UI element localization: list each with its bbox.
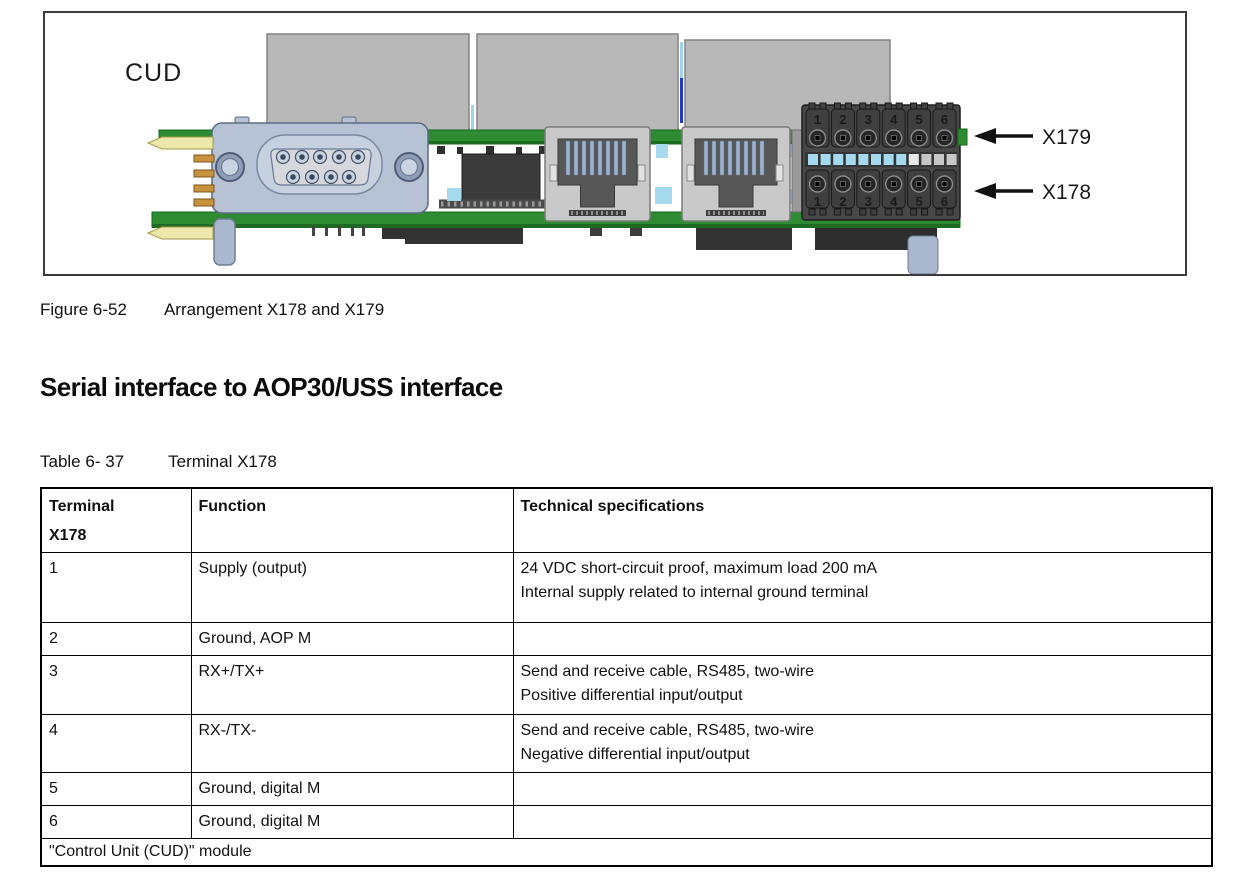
terminal-number-x179: 2 xyxy=(839,112,846,127)
terminal-number-x178: 6 xyxy=(941,194,948,209)
terminal-number-x179: 5 xyxy=(915,112,922,127)
table-caption-label: Table 6- 37 xyxy=(40,452,125,471)
terminal-window-cell xyxy=(934,154,944,165)
terminal-x178-table: Terminal X178 Function Technical specifi… xyxy=(40,487,1213,867)
terminal-window-cell xyxy=(808,154,818,165)
terminal-number-x178: 2 xyxy=(839,194,846,209)
terminal-window-strip xyxy=(808,154,957,165)
figure-caption-text: Arrangement X178 and X179 xyxy=(163,300,385,319)
terminal-row-x178: 1 2 3 4 5 6 xyxy=(805,169,957,216)
table-row: 5 Ground, digital M xyxy=(40,772,1213,806)
table-caption: Table 6- 37 Terminal X178 xyxy=(40,452,277,472)
terminal-number-x179: 6 xyxy=(941,112,948,127)
header-technical-specifications: Technical specifications xyxy=(512,487,1213,553)
terminal-number-x179: 1 xyxy=(814,112,821,127)
board-contact-pins xyxy=(146,136,215,240)
table-footnote: "Control Unit (CUD)" module xyxy=(40,838,1213,867)
callout-arrowhead-x178 xyxy=(974,183,996,199)
table-header-row: Terminal X178 Function Technical specifi… xyxy=(40,487,1213,553)
table-caption-text: Terminal X178 xyxy=(168,452,277,471)
callout-arrowhead-x179 xyxy=(974,128,996,144)
terminal-number-x178: 4 xyxy=(890,194,898,209)
terminal-number-x179: 3 xyxy=(865,112,872,127)
figure-caption: Figure 6-52 Arrangement X178 and X179 xyxy=(40,300,384,320)
module-blocks xyxy=(266,33,891,138)
terminal-window-cell xyxy=(871,154,881,165)
terminal-window-cell xyxy=(833,154,844,165)
terminal-block: 1 2 3 4 5 6 1 2 3 4 5 6 xyxy=(801,102,968,221)
under-board-components xyxy=(312,226,939,274)
figure-caption-label: Figure 6-52 xyxy=(40,300,127,319)
table-row: 4 RX-/TX- Send and receive cable, RS485,… xyxy=(40,714,1213,773)
board-label-cud: CUD xyxy=(125,59,182,87)
terminal-window-cell xyxy=(883,154,894,165)
terminal-number-x178: 3 xyxy=(865,194,872,209)
dsub9-connector xyxy=(211,116,429,266)
terminal-window-cell xyxy=(921,154,932,165)
rj45-jack-1 xyxy=(544,126,651,222)
terminal-number-x178: 5 xyxy=(915,194,922,209)
callouts: X179 X178 xyxy=(974,126,1091,204)
table-row: 3 RX+/TX+ Send and receive cable, RS485,… xyxy=(40,655,1213,715)
table-row: 2 Ground, AOP M xyxy=(40,622,1213,656)
terminal-window-cell xyxy=(820,154,831,165)
terminal-window-cell xyxy=(908,154,919,165)
terminal-number-x178: 1 xyxy=(814,194,821,209)
table-row: 6 Ground, digital M xyxy=(40,805,1213,839)
callout-label-x178: X178 xyxy=(1042,181,1091,204)
table-row: 1 Supply (output) 24 VDC short-circuit p… xyxy=(40,552,1213,623)
section-heading: Serial interface to AOP30/USS interface xyxy=(40,372,503,402)
cud-board-drawing: 1 2 3 4 5 6 1 2 3 4 5 6 X179 X178 CUD xyxy=(125,33,1091,274)
dsub9-pins xyxy=(275,149,366,185)
terminal-window-cell xyxy=(946,154,957,165)
rj45-jack-2 xyxy=(681,126,791,222)
terminal-window-cell xyxy=(896,154,907,165)
terminal-row-x179: 1 2 3 4 5 6 xyxy=(805,102,957,148)
terminal-window-cell xyxy=(858,154,869,165)
header-function: Function xyxy=(190,487,514,553)
terminal-window-cell xyxy=(845,154,856,165)
header-terminal: Terminal X178 xyxy=(40,487,192,553)
terminal-number-x179: 4 xyxy=(890,112,898,127)
callout-label-x179: X179 xyxy=(1042,126,1091,149)
figure-arrangement-x178-x179: 1 2 3 4 5 6 1 2 3 4 5 6 X179 X178 CUD xyxy=(43,11,1187,276)
table-footer-row: "Control Unit (CUD)" module xyxy=(40,838,1213,867)
